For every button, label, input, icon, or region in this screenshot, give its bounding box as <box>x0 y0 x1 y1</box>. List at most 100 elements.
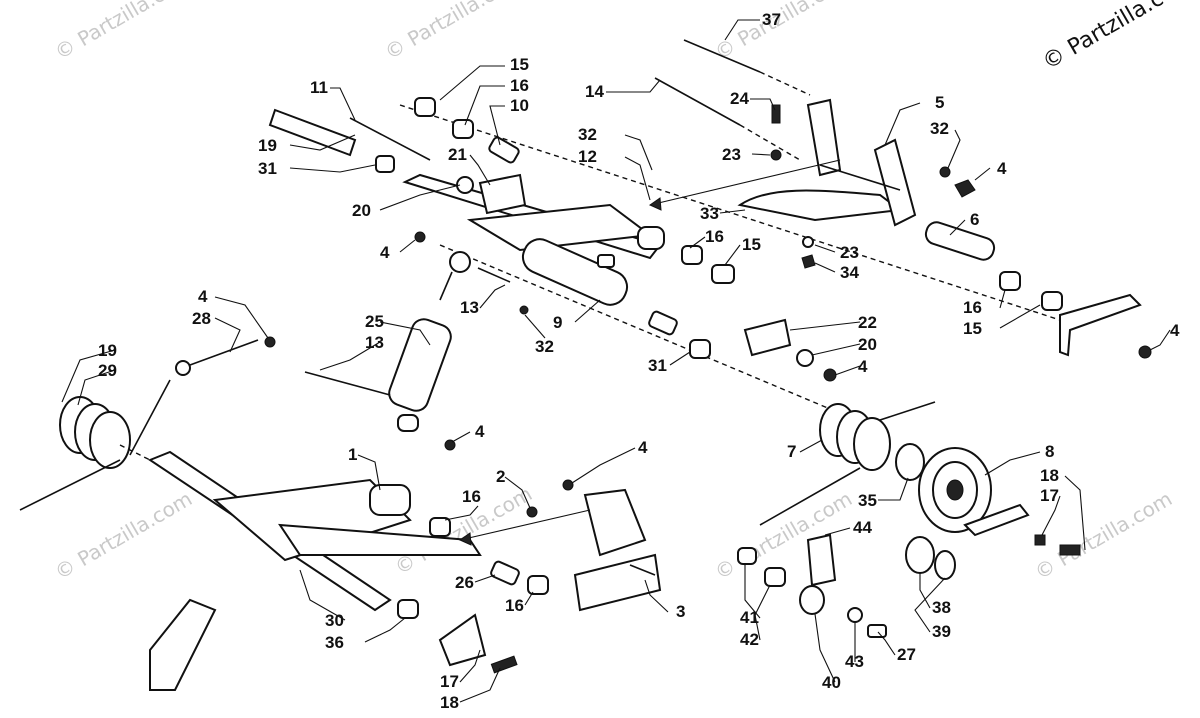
spacer-10 <box>488 136 520 164</box>
leader-line <box>949 219 966 236</box>
ring-39 <box>934 550 956 580</box>
leader-line <box>824 527 851 536</box>
bushing-15b <box>711 264 735 284</box>
arrow-head <box>458 532 472 546</box>
leader-line <box>811 343 861 356</box>
callout-19b: 19 <box>98 341 117 360</box>
leader-line <box>624 134 653 171</box>
spring-leg <box>129 379 171 456</box>
rail-bracket-right <box>1059 293 1142 357</box>
callout-26: 26 <box>455 573 474 592</box>
leader-line <box>814 262 836 273</box>
bushing-15 <box>414 97 436 117</box>
spacer-31-mid <box>689 339 711 359</box>
leader-line <box>914 577 946 633</box>
callout-17-lower: 17 <box>440 672 459 691</box>
nut-32-mid <box>519 305 529 315</box>
leader-line <box>751 153 771 156</box>
callout-13: 13 <box>460 298 479 317</box>
callout-31b: 31 <box>648 356 667 375</box>
callout-42: 42 <box>740 630 759 649</box>
callout-3: 3 <box>676 602 685 621</box>
leader-line <box>444 505 479 521</box>
callout-4-mid: 4 <box>858 357 868 376</box>
leader-line <box>61 349 116 403</box>
callout-32b: 32 <box>578 125 597 144</box>
callout-1: 1 <box>348 445 357 464</box>
callout-16c: 16 <box>963 298 982 317</box>
callout-4-lower: 4 <box>638 438 648 457</box>
callout-35: 35 <box>858 491 877 510</box>
bracket-lower-left <box>149 598 217 691</box>
leader-line <box>919 573 931 609</box>
bushing <box>637 226 665 250</box>
leader-line <box>571 447 636 484</box>
callout-23b: 23 <box>840 243 859 262</box>
callout-39: 39 <box>932 622 951 641</box>
leader-line <box>834 365 861 376</box>
spring-coil <box>89 411 131 469</box>
leader-line <box>357 454 381 491</box>
plate-22 <box>743 318 792 357</box>
callout-5: 5 <box>935 93 944 112</box>
callout-4-shock: 4 <box>475 422 485 441</box>
leader-line <box>724 244 741 266</box>
callout-40: 40 <box>822 673 841 692</box>
callout-44: 44 <box>853 518 872 537</box>
rail-3 <box>573 553 662 612</box>
exploded-view <box>19 39 1152 691</box>
callout-4-topright: 4 <box>997 159 1007 178</box>
leader-line <box>469 154 491 186</box>
nut-4-mid <box>823 368 837 382</box>
shock-rod <box>439 271 453 301</box>
callout-12: 12 <box>578 147 597 166</box>
lower-arm-1 <box>212 478 412 562</box>
lower-arm-pivot <box>369 484 411 516</box>
callout-37: 37 <box>762 10 781 29</box>
leader-line <box>884 102 921 146</box>
rear-cross-tube <box>819 164 901 191</box>
guide-line <box>119 444 151 461</box>
leader-line <box>451 431 471 443</box>
nut-32 <box>939 166 951 178</box>
leader-line <box>379 184 461 211</box>
leader-line <box>474 574 496 583</box>
callout-15b: 15 <box>742 235 761 254</box>
bolt-3 <box>629 564 656 576</box>
front-spring-assembly <box>19 379 171 511</box>
callout-29: 29 <box>98 361 117 380</box>
leader-line <box>799 439 823 453</box>
callout-36: 36 <box>325 633 344 652</box>
callout-14: 14 <box>585 82 604 101</box>
bolt-18-right <box>1059 544 1081 556</box>
callout-labels: 37 15 16 10 11 14 24 5 32 19 31 21 32 12… <box>98 10 1180 712</box>
bracket-2 <box>583 488 647 557</box>
leader-line <box>644 579 669 613</box>
spacer-31 <box>375 155 395 173</box>
bushing-16c <box>999 271 1021 291</box>
callout-10: 10 <box>510 96 529 115</box>
leader-line <box>877 631 896 656</box>
callout-17-right: 17 <box>1040 486 1059 505</box>
leader-line <box>524 314 546 339</box>
rail-clip <box>438 613 487 667</box>
callout-4-eyebolt: 4 <box>198 287 208 306</box>
callout-15: 15 <box>510 55 529 74</box>
axis-line <box>439 244 881 431</box>
leader-line <box>689 236 706 249</box>
rear-spring-assembly <box>759 401 936 526</box>
leader-line <box>999 304 1041 329</box>
bolt-13 <box>477 267 511 283</box>
leader-line <box>606 79 661 93</box>
callout-41: 41 <box>740 608 759 627</box>
bracket-44 <box>806 533 837 587</box>
nut-2 <box>526 506 538 518</box>
eyebolt-shank <box>189 339 259 366</box>
watermark-text: © Partzilla.com <box>381 0 527 64</box>
watermark-text: © Partzilla.com <box>51 486 197 584</box>
bushing-15c <box>1041 291 1063 311</box>
bushing-16d <box>429 517 451 537</box>
callout-23: 23 <box>722 145 741 164</box>
bolt-14 <box>654 77 741 126</box>
